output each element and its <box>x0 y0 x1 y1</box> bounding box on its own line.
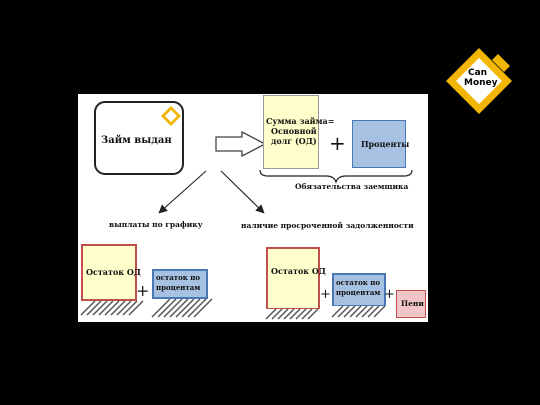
arrow-right-branch <box>220 170 265 214</box>
obligations-label: Обязательства заемщика <box>295 182 409 191</box>
principal-box: Сумма займа= Основной долг (ОД) <box>263 95 334 169</box>
penalty-box: Пени <box>396 290 426 318</box>
branch-arrows <box>158 170 265 214</box>
principal-line3: долг (ОД) <box>271 136 317 146</box>
penalty-label: Пени <box>401 299 424 308</box>
right-principal-hatch <box>265 308 320 320</box>
right-principal-label: Остаток ОД <box>271 266 326 276</box>
right-interest-line2: процентам <box>336 288 381 297</box>
right-interest-line1: остаток по <box>336 278 381 287</box>
left-principal-label: Остаток ОД <box>86 267 141 277</box>
brand-logo: Can Money <box>444 46 514 116</box>
loan-box-logo <box>161 106 181 126</box>
loan-box: Займ выдан <box>94 101 184 175</box>
arrow-left-branch <box>158 170 207 214</box>
brand-logo-shape <box>446 48 512 114</box>
right-plus-sign-1: + <box>320 287 331 302</box>
brand-logo-text-line2: Money <box>464 78 498 88</box>
principal-line1: Сумма займа= <box>266 116 335 126</box>
left-interest-box: остаток по процентам <box>152 269 208 299</box>
brand-logo-text-line1: Can <box>468 68 488 78</box>
right-plus-sign-2: + <box>384 287 395 302</box>
right-interest-box: остаток по процентам <box>332 273 386 307</box>
left-interest-hatch <box>151 298 213 318</box>
left-principal-hatch <box>80 300 144 316</box>
left-interest-line2: процентам <box>156 283 201 292</box>
branch-left-label: выплаты по графику <box>109 220 203 229</box>
right-principal-box: Остаток ОД <box>266 247 326 310</box>
left-principal-box: Остаток ОД <box>81 244 141 301</box>
branch-right-label: наличие просроченной задолженности <box>241 221 414 230</box>
slide-canvas: Займ выдан Сумма займа= Основной долг (О… <box>78 94 428 322</box>
right-interest-hatch <box>331 305 386 318</box>
interest-label: Проценты <box>361 139 410 149</box>
left-plus-sign: + <box>136 281 150 300</box>
obligations-brace <box>259 169 413 184</box>
right-arrow-icon <box>215 130 267 158</box>
plus-sign: + <box>329 131 346 155</box>
loan-label: Займ выдан <box>101 135 172 146</box>
left-interest-line1: остаток по <box>156 273 201 282</box>
principal-line2: Основной <box>271 126 317 136</box>
interest-box: Проценты <box>352 120 410 168</box>
